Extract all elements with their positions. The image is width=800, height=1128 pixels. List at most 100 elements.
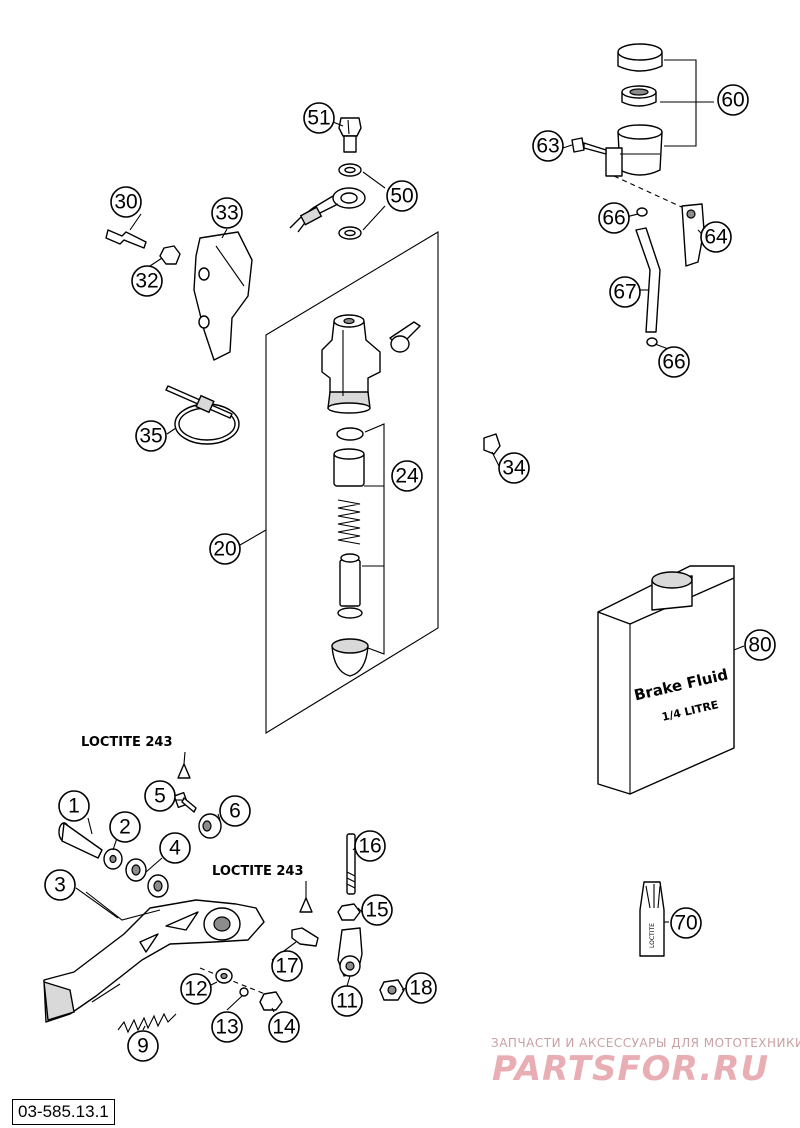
part-15-nut [337, 903, 361, 921]
svg-text:66: 66 [602, 207, 625, 230]
loctite-note-lower: LOCTITE 243 [212, 864, 313, 913]
callout-66-bottom: 66 [658, 346, 690, 378]
svg-text:60: 60 [721, 89, 744, 112]
tube-label: LOCTITE [649, 923, 656, 948]
svg-text:24: 24 [395, 465, 419, 488]
part-80-brake-fluid-can: Brake Fluid 1/4 LITRE [597, 565, 735, 795]
callout-34: 34 [498, 452, 530, 484]
part-14-nut [259, 991, 283, 1011]
svg-text:34: 34 [502, 457, 526, 480]
svg-text:9: 9 [137, 1035, 149, 1058]
callout-18: 18 [405, 972, 437, 1004]
svg-text:50: 50 [390, 185, 413, 208]
callout-3: 3 [44, 869, 76, 901]
svg-text:12: 12 [184, 978, 207, 1001]
callout-1: 1 [58, 790, 90, 822]
svg-text:35: 35 [139, 425, 162, 448]
callout-51: 51 [303, 102, 335, 134]
svg-text:4: 4 [169, 837, 181, 860]
dash-reservoir-bracket [613, 175, 689, 211]
callout-2: 2 [109, 811, 141, 843]
part-64-bracket [681, 203, 705, 267]
callout-66-top: 66 [598, 202, 630, 234]
callout-50: 50 [386, 180, 418, 212]
drawing-code-label: 03-585.13.1 [12, 1099, 115, 1125]
part-32-nut [159, 245, 181, 265]
svg-text:51: 51 [307, 107, 330, 130]
part-35-cable-tie [165, 385, 240, 445]
svg-text:13: 13 [215, 1016, 238, 1039]
watermark: ЗАПЧАСТИ И АКСЕССУАРЫ ДЛЯ МОТОТЕХНИКИ PA… [491, 1036, 800, 1089]
part-24-piston-kit [331, 423, 385, 677]
svg-text:64: 64 [704, 226, 728, 249]
part-63-screw [571, 137, 607, 155]
callout-60: 60 [717, 84, 749, 116]
callout-16: 16 [354, 830, 386, 862]
callout-30: 30 [110, 186, 142, 218]
callout-4: 4 [159, 832, 191, 864]
part-17-stud [291, 927, 319, 947]
part-16-push-rod [346, 833, 356, 895]
callout-5: 5 [144, 780, 176, 812]
part-12-washer [215, 968, 233, 984]
part-3-brake-pedal [43, 887, 265, 1023]
svg-text:2: 2 [119, 816, 131, 839]
part-13-pin [239, 987, 249, 997]
callout-15: 15 [361, 894, 393, 926]
callout-20: 20 [209, 533, 241, 565]
callout-24: 24 [391, 460, 423, 492]
loctite-label-lower: LOCTITE 243 [212, 864, 304, 879]
part-6-bushing [198, 813, 222, 839]
callout-11: 11 [331, 985, 363, 1017]
svg-text:63: 63 [536, 135, 559, 158]
callout-14: 14 [268, 1011, 300, 1043]
watermark-logo: PARTSFOR.RU [492, 1049, 769, 1089]
part-34-clip [483, 433, 501, 455]
part-67-hose [635, 227, 661, 333]
part-2-washer [103, 848, 123, 870]
part-11-clevis [337, 927, 363, 977]
svg-text:67: 67 [613, 281, 636, 304]
part-30-bolt [105, 229, 147, 249]
part-66-clamps [636, 207, 658, 347]
dash-pedal-link [199, 967, 271, 997]
svg-text:80: 80 [748, 634, 771, 657]
callout-9: 9 [127, 1030, 159, 1062]
leader-20 [239, 529, 267, 546]
part-1-pivot-bolt [58, 822, 103, 859]
svg-text:3: 3 [54, 874, 66, 897]
svg-text:14: 14 [272, 1016, 296, 1039]
svg-text:32: 32 [135, 270, 158, 293]
svg-text:20: 20 [213, 538, 236, 561]
svg-text:11: 11 [336, 990, 358, 1013]
callout-35: 35 [135, 420, 167, 452]
part-60-reservoir [605, 43, 714, 177]
assembly-frame-20 [265, 231, 439, 734]
spring [337, 499, 361, 545]
callout-6: 6 [219, 795, 251, 827]
part-9-spring [117, 1012, 177, 1034]
part-5-screw [173, 791, 197, 813]
svg-text:70: 70 [674, 912, 697, 935]
svg-text:15: 15 [365, 899, 388, 922]
watermark-tagline: ЗАПЧАСТИ И АКСЕССУАРЫ ДЛЯ МОТОТЕХНИКИ [491, 1036, 800, 1050]
callout-17: 17 [271, 950, 303, 982]
svg-text:6: 6 [229, 800, 241, 823]
callout-12: 12 [180, 973, 212, 1005]
callout-67: 67 [609, 276, 641, 308]
callout-32: 32 [131, 265, 163, 297]
part-4-bearings [125, 857, 169, 898]
svg-text:1: 1 [68, 795, 80, 818]
callout-63: 63 [532, 130, 564, 162]
svg-text:66: 66 [662, 351, 685, 374]
loctite-label-upper: LOCTITE 243 [81, 735, 173, 750]
part-70-loctite-tube: LOCTITE [639, 881, 665, 957]
svg-text:30: 30 [114, 191, 137, 214]
callout-64: 64 [700, 221, 732, 253]
svg-text:17: 17 [275, 955, 298, 978]
svg-text:5: 5 [154, 785, 166, 808]
part-51-banjo-bolt [338, 117, 362, 153]
loctite-note-upper: LOCTITE 243 [81, 735, 191, 779]
part-18-nut [379, 979, 405, 1001]
